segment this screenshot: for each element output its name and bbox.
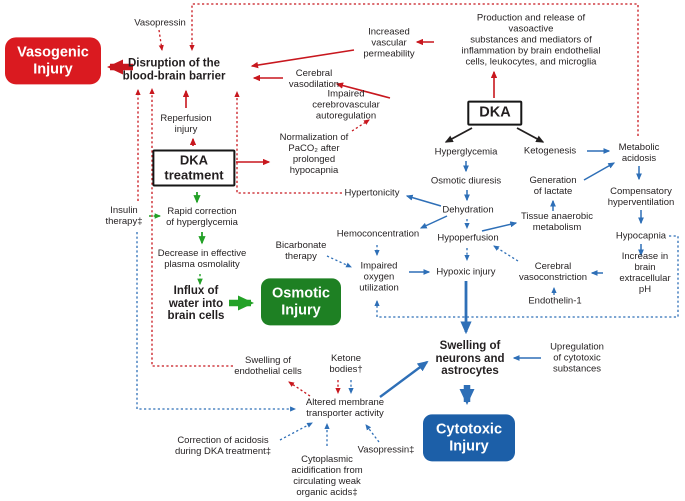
node-cytoplasmic-acidification: Cytoplasmic acidification from circulati… [291,453,363,499]
node-cerebral-vasodilation: Cerebral vasodilation [288,67,340,90]
node-tissue-anaerobic-metabolism: Tissue anaerobic metabolism [521,210,593,233]
node-reperfusion-injury: Reperfusion injury [160,112,212,135]
node-vasopressin-bottom: Vasopressin‡ [357,444,415,456]
node-endothelin-1: Endothelin-1 [528,295,582,307]
node-increase-brain-extracellular-ph: Increase in brain extracellular pH [619,250,671,296]
node-insulin-therapy: Insulin therapy‡ [105,204,143,227]
cytotoxic-injury-box: Cytotoxic Injury [423,414,515,462]
node-ketogenesis: Ketogenesis [523,145,577,157]
node-rapid-correction-hyperglycemia: Rapid correction of hyperglycemia [166,205,238,228]
node-hypoxic-injury: Hypoxic injury [436,266,496,278]
diagram-arrow [158,29,164,52]
diagram-arrow [405,194,442,207]
diagram-arrow [493,245,519,262]
node-vasopressin: Vasopressin [134,17,186,29]
node-altered-membrane-transporter-activity: Altered membrane transporter activity [305,396,385,419]
node-compensatory-hyperventilation: Compensatory hyperventilation [607,185,675,208]
diagram-arrow [444,127,473,143]
node-hypertonicity: Hypertonicity [344,187,400,199]
diagram-arrow [288,381,311,397]
node-swelling-neurons-astrocytes: Swelling of neurons and astrocytes [435,340,505,378]
diagram-arrow [351,119,370,132]
node-decrease-plasma-osmolality: Decrease in effective plasma osmolality [157,247,247,270]
diagram-arrow [419,215,448,229]
osmotic-injury-box: Osmotic Injury [261,278,341,326]
diagram-arrow [379,360,429,398]
node-hypoperfusion: Hypoperfusion [437,232,499,244]
diagram-arrow [481,221,518,232]
diagram-arrow [583,162,616,181]
diagram-arrow [279,422,313,441]
node-hypocapnia: Hypocapnia [615,230,667,242]
dka-treatment-box: DKA treatment [152,149,236,187]
node-cerebral-vasoconstriction: Cerebral vasoconstriction [518,260,588,283]
diagram-arrow [250,49,355,69]
node-hyperglycemia: Hyperglycemia [434,146,498,158]
node-hemoconcentration: Hemoconcentration [336,228,420,240]
diagram-arrow [335,82,391,99]
node-normalization-paco2: Normalization of PaCO₂ after prolonged h… [279,131,349,177]
node-osmotic-diuresis: Osmotic diuresis [430,175,502,187]
node-impaired-cerebrovascular-autoregulation: Impaired cerebrovascular autoregulation [312,88,380,122]
vasogenic-injury-box: Vasogenic Injury [5,37,101,85]
diagram-arrow [365,424,380,443]
diagram-arrow [374,235,679,318]
diagram-arrow [136,232,297,412]
node-generation-of-lactate: Generation of lactate [529,174,577,197]
node-upregulation-cytotoxic-substances: Upregulation of cytotoxic substances [550,341,604,375]
node-correction-of-acidosis: Correction of acidosis during DKA treatm… [174,434,272,457]
node-swelling-endothelial-cells: Swelling of endothelial cells [234,354,302,377]
diagram-arrow [326,255,352,268]
node-disruption-blood-brain-barrier: Disruption of the blood-brain barrier [122,57,226,82]
node-impaired-oxygen-utilization: Impaired oxygen utilization [359,260,399,294]
node-increased-vascular-permeability: Increased vascular permeability [363,26,415,60]
node-production-release-vasoactive-substances: Production and release of vasoactive sub… [461,12,601,68]
diagram-arrow [189,3,639,136]
dka-box: DKA [467,100,523,126]
node-ketone-bodies: Ketone bodies† [329,352,363,375]
diagram-arrow [234,90,342,194]
node-bicarbonate-therapy: Bicarbonate therapy [275,239,327,262]
node-metabolic-acidosis: Metabolic acidosis [618,141,660,164]
diagram-arrow [516,127,545,143]
node-influx-water-brain-cells: Influx of water into brain cells [167,285,225,323]
node-dehydration: Dehydration [442,204,494,216]
